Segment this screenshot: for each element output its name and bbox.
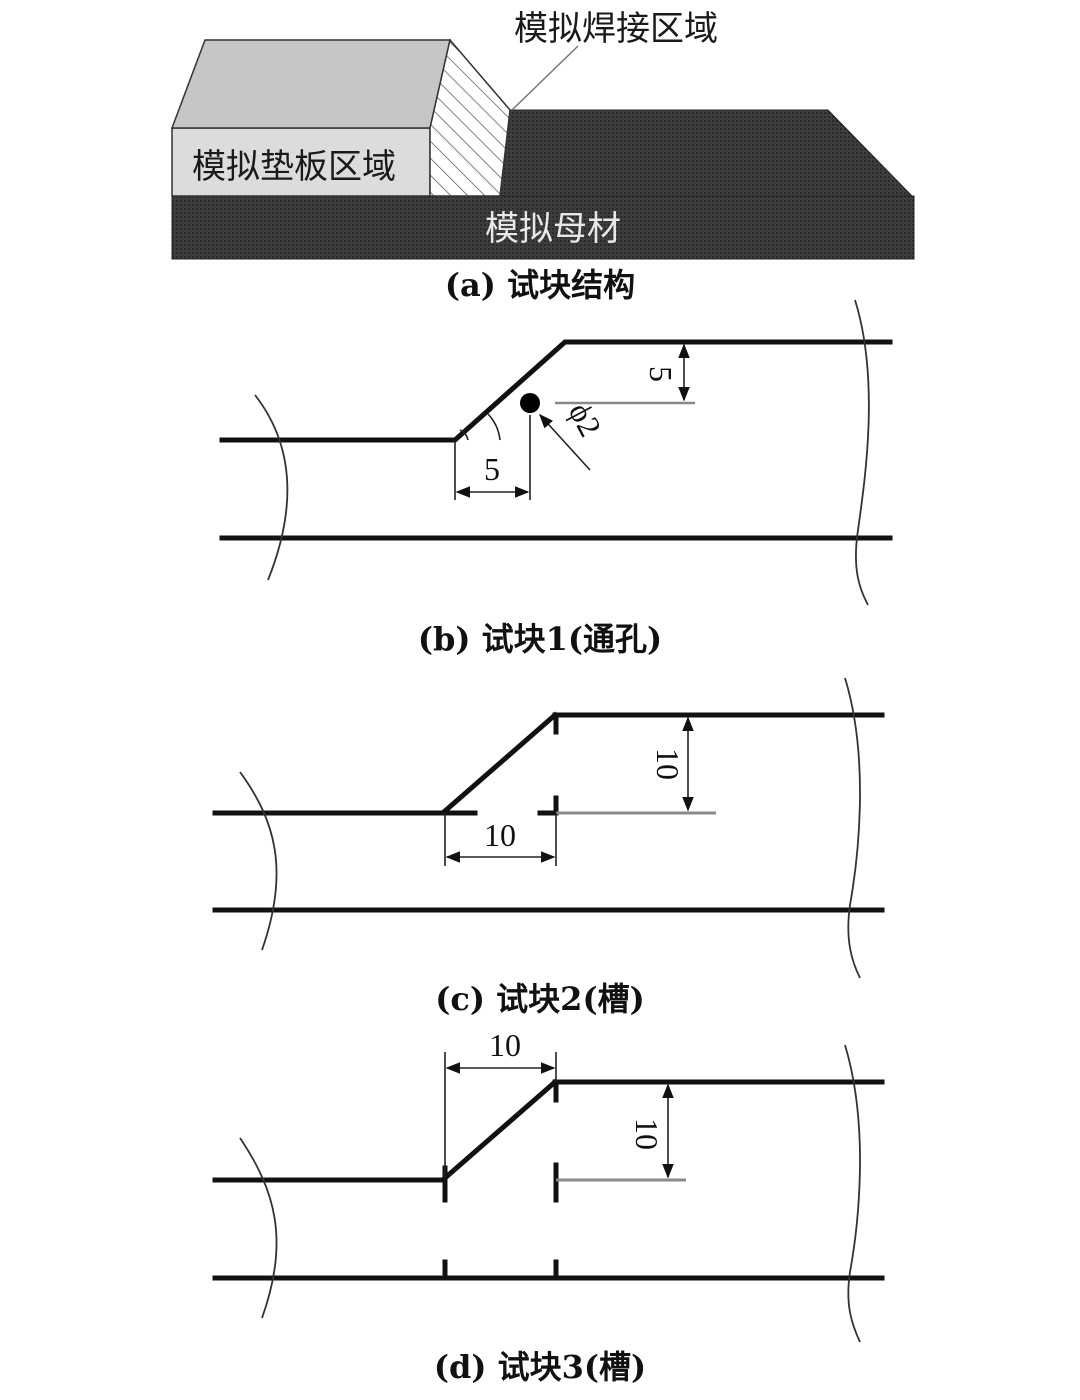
panel-c-caption: (c) 试块2(槽): [435, 980, 644, 1018]
b-hole-leader: [539, 413, 591, 471]
upper-plate: [499, 109, 914, 197]
panel-b: ϕ2 5 5 (b) 试块1(通孔): [219, 299, 893, 658]
weld-region-hatch: [429, 38, 511, 197]
c-bevel: [441, 711, 559, 815]
panel-a: 模拟焊接区域 模拟垫板区域 模拟母材 (a) 试块结构: [170, 9, 915, 304]
d-h-dim-label: 10: [489, 1027, 521, 1063]
d-v-dim-label: 10: [629, 1118, 665, 1150]
b-break-right: [854, 299, 870, 606]
d-break-right: [844, 1044, 861, 1343]
d-break-left: [239, 1137, 278, 1319]
panel-d: 10 10 (d) 试块3(槽): [212, 1027, 885, 1386]
d-bevel: [441, 1078, 559, 1182]
c-v-dim-label: 10: [650, 748, 686, 780]
b-angle-mark: [459, 429, 469, 441]
b-through-hole: [520, 393, 540, 413]
b-break-left: [254, 394, 289, 581]
base-metal-label: 模拟母材: [485, 209, 621, 249]
b-angle-mark-arc: [487, 413, 501, 441]
c-h-dim-label: 10: [484, 817, 516, 853]
backing-top-face: [170, 39, 451, 129]
panel-b-caption: (b) 试块1(通孔): [418, 620, 662, 658]
c-break-right: [844, 677, 861, 979]
backing-region-label: 模拟垫板区域: [192, 147, 396, 187]
panel-c: 10 10 (c) 试块2(槽): [212, 677, 885, 1018]
b-top-profile: [219, 339, 893, 443]
backing-front-face: [171, 127, 431, 197]
base-metal-slab: [171, 195, 915, 260]
b-v-dim-label: 5: [643, 366, 679, 382]
weld-region-label: 模拟焊接区域: [514, 9, 718, 49]
weld-label-leader: [511, 45, 579, 111]
c-break-left: [239, 771, 278, 951]
panel-a-caption: (a) 试块结构: [445, 266, 635, 304]
b-h-dim-label: 5: [484, 451, 500, 487]
panel-d-caption: (d) 试块3(槽): [434, 1348, 646, 1386]
